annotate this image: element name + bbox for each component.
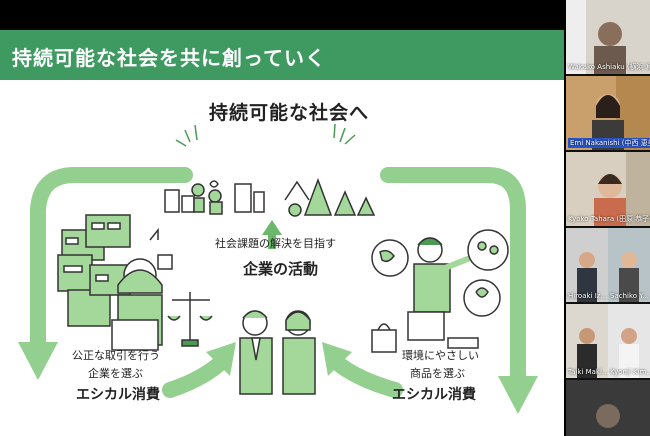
presentation-slide: 持続可能な社会を共に創っていく bbox=[0, 30, 564, 436]
participant-name: Kyonji Kim... bbox=[610, 368, 650, 376]
center-caption-main: 企業の活動 bbox=[243, 260, 319, 278]
participant-video bbox=[566, 76, 650, 150]
arrow-head-center-right bbox=[322, 342, 352, 376]
participant-tile[interactable]: Emi Nakanishi (中西 恵美) bbox=[566, 76, 650, 150]
participant-video bbox=[566, 152, 650, 226]
slide-title: 持続可能な社会を共に創っていく bbox=[12, 46, 326, 70]
participant-video bbox=[608, 228, 650, 302]
left-caption-line1: 公正な取引を行う bbox=[72, 349, 160, 362]
participant-tile[interactable]: Kyoko Tahara (田原 恭子) bbox=[566, 152, 650, 226]
participant-name: Hiroaki Iz... bbox=[568, 292, 608, 300]
participant-tile[interactable]: Hiroaki Iz... bbox=[566, 228, 608, 302]
participant-video bbox=[566, 228, 608, 302]
participant-tile[interactable]: Kyonji Kim... bbox=[608, 304, 650, 378]
forest-illustration bbox=[284, 177, 376, 217]
scales-illustration bbox=[167, 292, 213, 347]
center-caption-sub: 社会課題の解決を目指す bbox=[215, 237, 336, 250]
participant-video bbox=[566, 0, 650, 74]
person-right-illustration bbox=[371, 229, 509, 353]
participant-tile[interactable]: Sachiko Y... bbox=[608, 228, 650, 302]
participant-tile[interactable] bbox=[566, 380, 650, 436]
slide-illustration bbox=[18, 123, 538, 414]
participant-video-panel: Wakako Ashiaku (横浜 和佳 Emi Nakanishi (中西 … bbox=[566, 0, 650, 436]
participant-video bbox=[566, 304, 608, 378]
participant-name: Kyoko Tahara (田原 恭子) bbox=[568, 215, 650, 223]
participant-tile[interactable]: Wakako Ashiaku (横浜 和佳 bbox=[566, 0, 650, 74]
business-people-illustration bbox=[239, 310, 316, 395]
arrow-head-left bbox=[18, 342, 58, 380]
right-caption-main: エシカル消費 bbox=[392, 387, 476, 403]
participant-name: Wakako Ashiaku (横浜 和佳 bbox=[568, 63, 650, 71]
right-caption-line2: 商品を選ぶ bbox=[410, 367, 465, 380]
participant-name: Taiki Maki... bbox=[568, 368, 608, 376]
person-left-illustration bbox=[111, 227, 173, 351]
right-caption-line1: 環境にやさしい bbox=[402, 349, 479, 362]
left-caption-line2: 企業を選ぶ bbox=[88, 367, 143, 380]
slide-header: 持続可能な社会を共に創っていく bbox=[0, 30, 564, 80]
participant-video bbox=[608, 304, 650, 378]
participant-tile[interactable]: Taiki Maki... bbox=[566, 304, 608, 378]
town-illustration bbox=[164, 180, 265, 215]
cycle-arrows bbox=[30, 167, 526, 398]
arrow-head-up bbox=[262, 220, 282, 235]
participant-name: Sachiko Y... bbox=[610, 292, 649, 300]
participant-video bbox=[566, 380, 650, 436]
arrow-head-right bbox=[498, 376, 538, 414]
center-title: 持続可能な社会へ bbox=[209, 102, 370, 124]
participant-name: Emi Nakanishi (中西 恵美) bbox=[568, 138, 650, 148]
arrow-head-center-left bbox=[206, 342, 236, 376]
left-caption-main: エシカル消費 bbox=[76, 387, 160, 403]
